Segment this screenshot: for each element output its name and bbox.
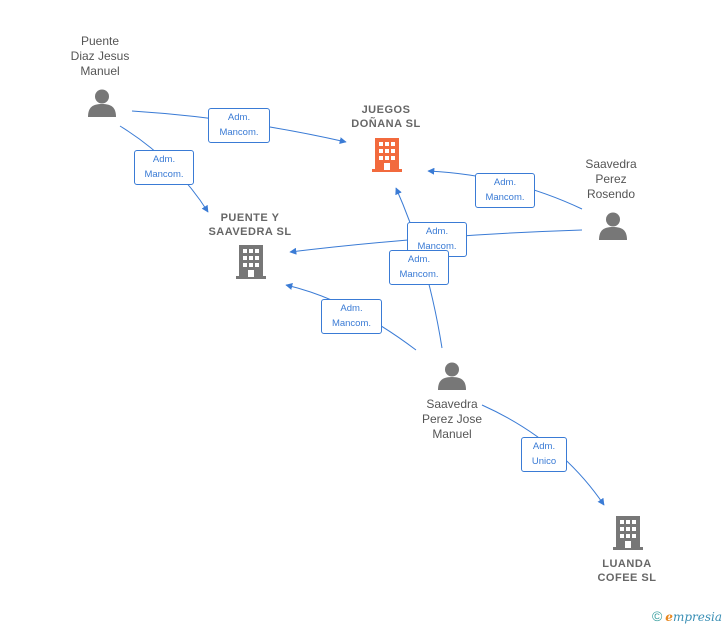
edge-label-jose-puente-saavedra: Adm. Mancom. — [321, 299, 382, 334]
person-label-puente-diaz[interactable]: Puente Diaz Jesus Manuel — [70, 34, 130, 78]
person-label-saavedra-rosendo[interactable]: Saavedra Perez Rosendo — [585, 157, 637, 201]
brand-name: mpresia — [672, 610, 722, 624]
person-label-saavedra-jose[interactable]: Saavedra Perez Jose Manuel — [421, 397, 483, 441]
company-label-puente-saavedra[interactable]: PUENTE Y SAAVEDRA SL — [208, 212, 292, 238]
building-icon — [236, 245, 266, 279]
copyright-symbol: © — [651, 608, 663, 624]
edge-label-rosendo-juegos: Adm. Mancom. — [475, 173, 535, 208]
edge-label-puente-diaz-puente-saavedra: Adm. Mancom. — [134, 150, 194, 185]
edge-label-jose-juegos: Adm. Mancom. — [389, 250, 449, 285]
building-icon — [613, 516, 643, 550]
person-icon — [599, 212, 627, 240]
company-label-juegos-donana[interactable]: JUEGOS DOÑANA SL — [351, 104, 421, 130]
person-icon — [88, 89, 116, 117]
person-icon — [438, 362, 466, 390]
company-label-luanda[interactable]: LUANDA COFEE SL — [597, 558, 657, 584]
building-icon — [372, 138, 402, 172]
brand-logo-e: e — [665, 610, 673, 624]
brand-footer[interactable]: ©empresia — [652, 608, 722, 624]
edge-label-puente-diaz-juegos: Adm. Mancom. — [208, 108, 270, 143]
edge-label-jose-luanda: Adm. Unico — [521, 437, 567, 472]
